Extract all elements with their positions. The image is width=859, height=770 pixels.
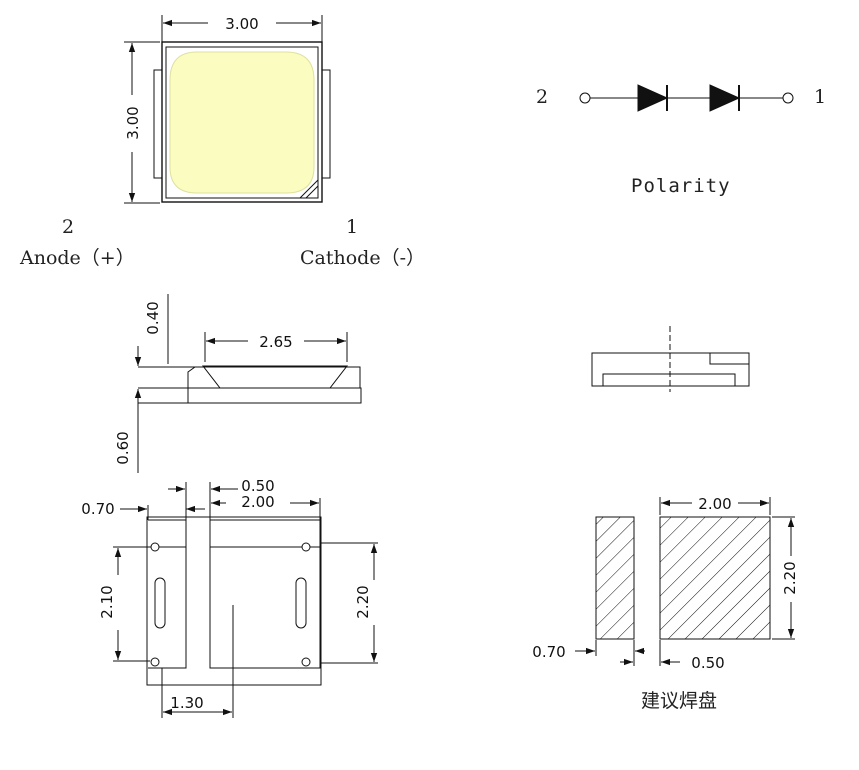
frame-body bbox=[187, 366, 361, 389]
end-view-terminal bbox=[602, 373, 736, 386]
cathode-mark bbox=[299, 179, 319, 199]
bottom-view: 0.70 0.50 2.00 2.10 2.20 1.30 bbox=[81, 477, 378, 718]
right-terminal bbox=[321, 69, 331, 179]
anode-pad bbox=[148, 546, 187, 669]
cathode-label: Cathode（-） bbox=[300, 247, 426, 269]
cathode-mark bbox=[305, 185, 319, 199]
polarity-pin2-label: 2 bbox=[536, 86, 549, 108]
pad-height-dimension-text: 2.10 bbox=[98, 585, 116, 618]
large-solder-pad bbox=[659, 516, 771, 640]
polarity-pin1-label: 1 bbox=[814, 86, 827, 108]
solder-gap-dimension-text: 0.50 bbox=[691, 654, 724, 672]
lens-top bbox=[201, 365, 349, 389]
pad-width-dimension-text: 0.70 bbox=[81, 500, 114, 518]
polarity-symbol bbox=[579, 84, 794, 112]
base-height-dimension-text: 0.60 bbox=[114, 431, 132, 464]
end-view-outline bbox=[591, 352, 750, 387]
side-view: 0.40 0.60 2.65 bbox=[114, 294, 362, 473]
cathode-pad bbox=[209, 546, 321, 669]
gap-dimension-text: 0.50 bbox=[241, 477, 274, 495]
large-pad-height-dimension-text: 2.20 bbox=[354, 585, 372, 618]
solder-pad-title: 建议焊盘 bbox=[641, 690, 718, 712]
solder-height-dimension-text: 2.20 bbox=[781, 561, 799, 594]
lens-width-dimension-text: 2.65 bbox=[259, 333, 292, 351]
end-view-notch bbox=[709, 353, 749, 365]
base-body bbox=[187, 387, 362, 404]
package-inner-outline bbox=[165, 46, 319, 199]
notch bbox=[301, 657, 311, 667]
solder-pad-view: 2.00 2.20 0.70 0.50 bbox=[532, 495, 799, 672]
solder-width-dimension-text: 2.00 bbox=[698, 495, 731, 513]
terminal-2-circle bbox=[579, 92, 591, 104]
end-view bbox=[591, 326, 750, 392]
lens-height-dimension-text: 0.40 bbox=[144, 301, 162, 334]
pin2-number: 2 bbox=[62, 216, 75, 238]
diode-2 bbox=[709, 84, 741, 112]
notch bbox=[301, 542, 311, 552]
large-pad-dimension-text: 2.00 bbox=[241, 493, 274, 511]
left-terminal bbox=[153, 69, 163, 179]
width-dimension-text: 3.00 bbox=[225, 15, 258, 33]
terminal-1-circle bbox=[782, 92, 794, 104]
top-view: 3.00 3.00 bbox=[124, 15, 331, 204]
slot-right bbox=[295, 577, 307, 629]
polarity-title: Polarity bbox=[631, 175, 731, 197]
anode-label: Anode（+） bbox=[20, 247, 135, 269]
slot-left bbox=[154, 577, 166, 629]
small-solder-pad bbox=[595, 516, 635, 640]
light-emitter bbox=[169, 51, 315, 194]
solder-small-width-dimension-text: 0.70 bbox=[532, 643, 565, 661]
offset-dimension-text: 1.30 bbox=[170, 694, 203, 712]
pin1-number: 1 bbox=[346, 216, 359, 238]
cathode-pad-top bbox=[209, 519, 321, 548]
notch bbox=[150, 542, 160, 552]
height-dimension-text: 3.00 bbox=[124, 106, 142, 139]
diode-1 bbox=[637, 84, 669, 112]
notch bbox=[150, 657, 160, 667]
bottom-outline bbox=[146, 516, 322, 686]
